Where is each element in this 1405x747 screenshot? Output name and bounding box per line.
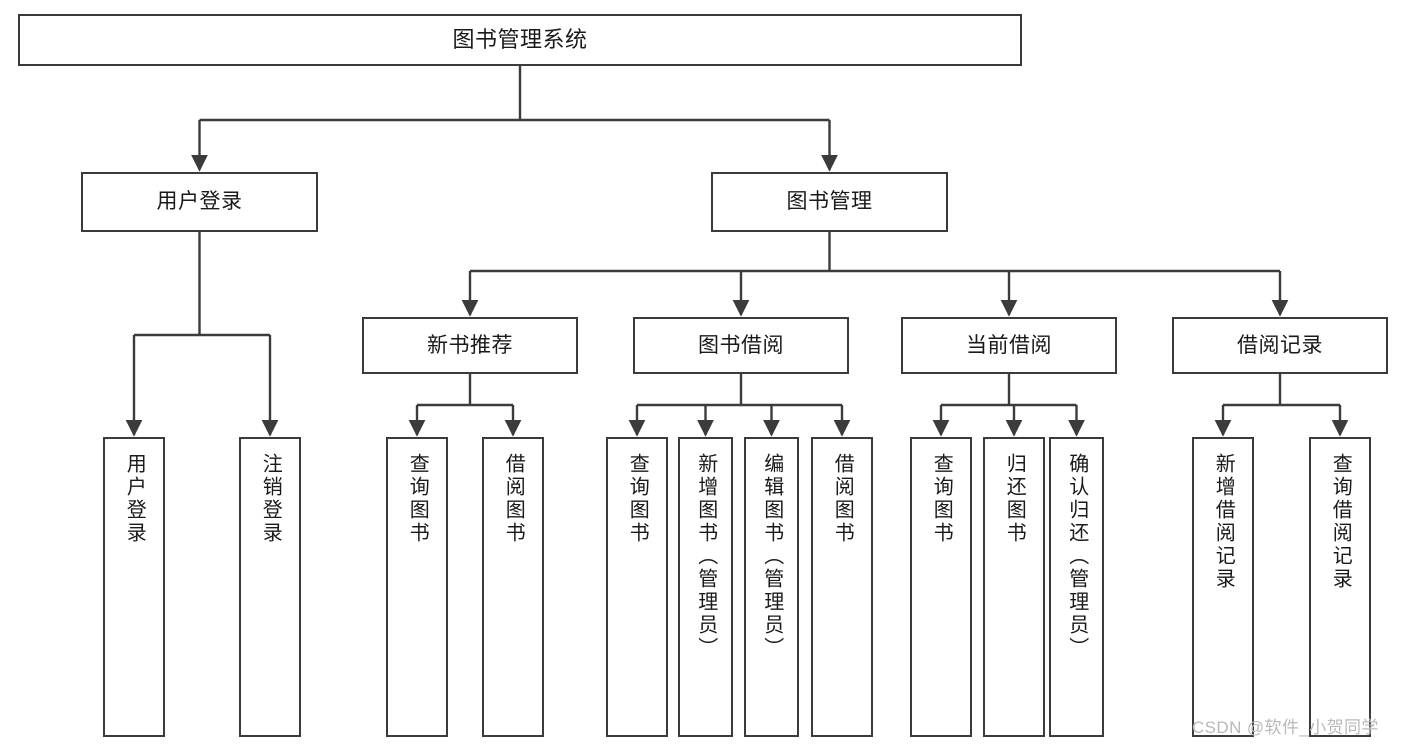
node-leaf-user-login-label: 用户登录 — [123, 453, 146, 545]
node-leaf-confirm-return[interactable]: 确认归还（管理员） — [1049, 437, 1104, 737]
node-root[interactable]: 图书管理系统 — [18, 14, 1022, 66]
node-user-login-label: 用户登录 — [156, 190, 243, 214]
node-user-login[interactable]: 用户登录 — [81, 172, 318, 232]
node-leaf-edit-book[interactable]: 编辑图书（管理员） — [744, 437, 799, 737]
node-leaf-add-book[interactable]: 新增图书（管理员） — [678, 437, 733, 737]
node-current-borrow-label: 当前借阅 — [966, 333, 1052, 357]
node-leaf-user-login[interactable]: 用户登录 — [103, 437, 165, 737]
node-leaf-add-book-label: 新增图书（管理员） — [694, 453, 717, 660]
node-leaf-query-book-2-label: 查询图书 — [626, 453, 649, 545]
node-new-book-recommend[interactable]: 新书推荐 — [362, 317, 578, 374]
node-leaf-confirm-return-label: 确认归还（管理员） — [1065, 453, 1088, 660]
node-leaf-logout-label: 注销登录 — [259, 453, 282, 545]
node-leaf-borrow-book-1-label: 借阅图书 — [502, 453, 525, 545]
node-leaf-borrow-book-2[interactable]: 借阅图书 — [811, 437, 873, 737]
node-leaf-query-record-label: 查询借阅记录 — [1329, 453, 1352, 591]
node-current-borrow[interactable]: 当前借阅 — [901, 317, 1117, 374]
node-leaf-add-record[interactable]: 新增借阅记录 — [1192, 437, 1254, 737]
watermark: CSDN @软件_小贺同学 — [1192, 718, 1379, 737]
node-book-manage-label: 图书管理 — [786, 190, 873, 214]
node-leaf-query-record[interactable]: 查询借阅记录 — [1309, 437, 1371, 737]
node-leaf-edit-book-label: 编辑图书（管理员） — [760, 453, 783, 660]
node-leaf-return-book[interactable]: 归还图书 — [983, 437, 1045, 737]
node-new-book-recommend-label: 新书推荐 — [427, 333, 513, 357]
node-book-manage[interactable]: 图书管理 — [711, 172, 948, 232]
node-book-borrow[interactable]: 图书借阅 — [633, 317, 849, 374]
node-leaf-query-book-1-label: 查询图书 — [406, 453, 429, 545]
node-leaf-query-book-3-label: 查询图书 — [930, 453, 953, 545]
node-leaf-query-book-2[interactable]: 查询图书 — [606, 437, 668, 737]
node-leaf-query-book-3[interactable]: 查询图书 — [910, 437, 972, 737]
node-borrow-record[interactable]: 借阅记录 — [1172, 317, 1388, 374]
node-book-borrow-label: 图书借阅 — [698, 333, 784, 357]
node-root-label: 图书管理系统 — [452, 26, 588, 52]
node-borrow-record-label: 借阅记录 — [1237, 333, 1323, 357]
node-leaf-borrow-book-1[interactable]: 借阅图书 — [482, 437, 544, 737]
node-leaf-return-book-label: 归还图书 — [1003, 453, 1026, 545]
node-leaf-logout[interactable]: 注销登录 — [239, 437, 301, 737]
node-leaf-query-book-1[interactable]: 查询图书 — [386, 437, 448, 737]
node-leaf-borrow-book-2-label: 借阅图书 — [831, 453, 854, 545]
node-leaf-add-record-label: 新增借阅记录 — [1212, 453, 1235, 591]
